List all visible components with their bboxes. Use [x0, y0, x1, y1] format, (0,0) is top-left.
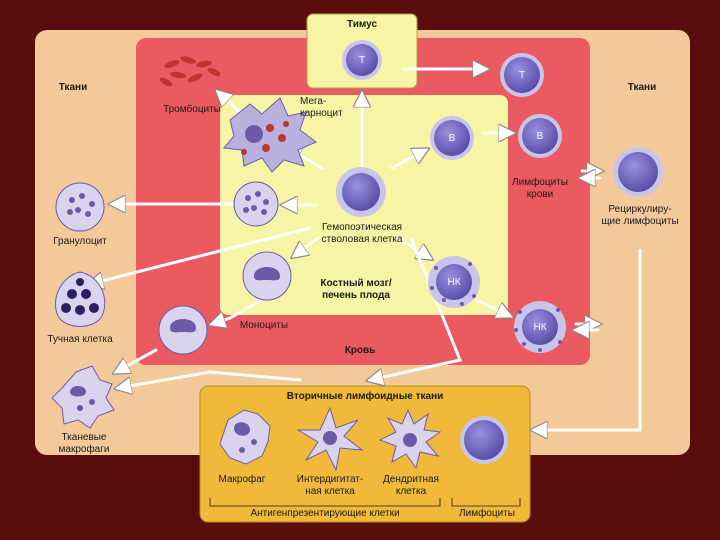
marrow-b-cell [430, 116, 474, 160]
blood-b-cell [518, 114, 562, 158]
arrow-monocyte-blood-to-tissue [116, 348, 158, 372]
t-thymus-label: Т [358, 55, 366, 66]
stem-cell-label-2: стволовая клетка [321, 234, 403, 245]
dendritic-label-1: Дендритная [383, 474, 439, 485]
b-blood-label: В [536, 131, 544, 142]
arrow-monocyte-to-blood-monocyte [212, 298, 264, 324]
nk-marrow-label: НК [447, 277, 461, 288]
tissue-macrophage-label-2: макрофаги [58, 444, 110, 455]
mast-cell-label: Тучная клетка [47, 334, 113, 345]
granulocyte-label: Гранулоцит [53, 236, 107, 247]
nk-blood-label: НК [533, 322, 547, 333]
blood-lymphocytes-label-2: крови [526, 189, 554, 200]
b-marrow-label: В [448, 133, 456, 144]
recirc-label-1: Рециркулиру- [608, 204, 672, 215]
dendritic-cell [378, 408, 442, 470]
stem-cell-label-1: Гемопоэтическая [321, 222, 403, 233]
t-blood-label: Т [518, 70, 526, 81]
tissue-macrophage-label-1: Тканевые [61, 432, 107, 443]
megakaryocyte-label-2: карноцит [300, 108, 343, 119]
arrow-secondary-to-macrophages [118, 370, 302, 388]
thymus-label: Тимус [346, 19, 377, 30]
interdigitating-label-1: Интердигитат- [296, 474, 364, 485]
arrow-stem-to-secondary [370, 238, 463, 380]
secondary-macrophage [219, 409, 271, 465]
apc-label: Антигенпрезентирующие клетки [250, 508, 400, 519]
marrow-granulocyte [233, 181, 279, 227]
macrophage-label: Макрофаг [218, 474, 266, 485]
megakaryocyte [223, 97, 317, 173]
marrow-monocyte [242, 251, 292, 301]
tissue-macrophage [51, 365, 115, 429]
recirc-label-2: щие лимфоциты [601, 216, 679, 227]
tissues-right-label: Ткани [627, 82, 657, 93]
dendritic-label-2: клетка [395, 486, 427, 497]
marrow-nk-cell [428, 256, 480, 308]
lymphocytes-label: Лимфоциты [459, 508, 515, 519]
recirculating-lymphocyte [613, 147, 663, 197]
arrow-stem-to-mast [90, 226, 312, 284]
arrow-nk-to-nk-blood [474, 298, 510, 316]
interdigitating-label-2: ная клетка [305, 486, 355, 497]
blood-monocyte [158, 305, 208, 355]
arrow-recirc-to-secondary [534, 248, 642, 430]
blood-label: Кровь [344, 345, 376, 356]
apc-bracket [209, 498, 521, 507]
bone-marrow-label-1: Костный мозг/ [320, 278, 392, 289]
stem-cell [336, 167, 386, 217]
monocytes-label: Моноциты [239, 320, 289, 331]
secondary-lymphocyte [460, 416, 508, 464]
blood-t-cell [500, 53, 544, 97]
tissue-granulocyte [55, 182, 105, 232]
thrombocytes-label: Тромбоциты [163, 104, 221, 115]
blood-lymphocytes-label-1: Лимфоциты [512, 177, 568, 188]
secondary-lymphoid-label: Вторичные лимфоидные ткани [286, 391, 444, 402]
thymus-t-cell [342, 40, 382, 80]
megakaryocyte-label-1: Мега- [300, 96, 327, 107]
tissues-left-label: Ткани [58, 82, 88, 93]
blood-nk-cell [514, 301, 566, 353]
arrow-stem-to-b [390, 150, 426, 170]
mast-cell [55, 271, 106, 327]
interdigitating-cell [296, 406, 364, 472]
arrow-stem-to-monocyte [294, 236, 320, 256]
bone-marrow-label-2: печень плода [322, 290, 390, 301]
platelets [159, 56, 221, 87]
